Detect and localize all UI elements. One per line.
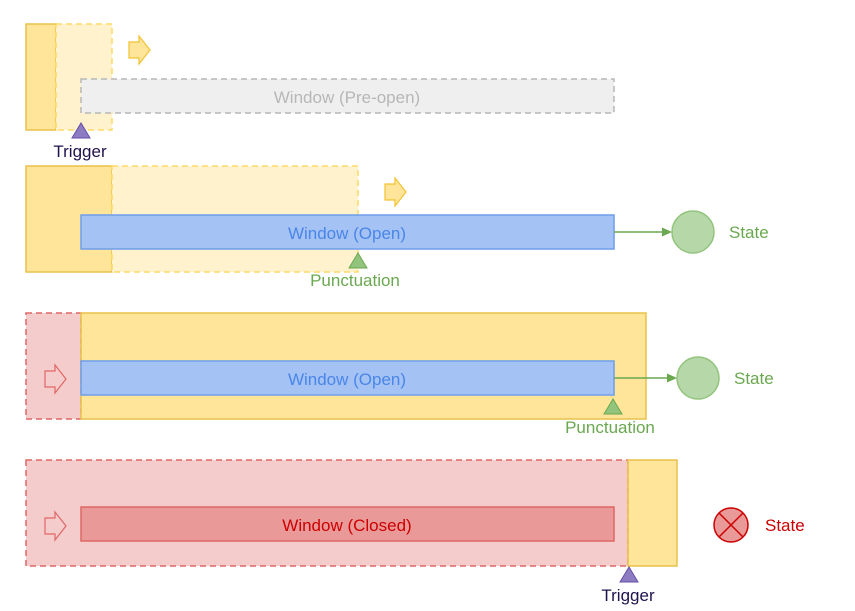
window-closed — [80, 506, 615, 542]
row-open-punctuation: Window (Open) State Punctuation — [25, 165, 769, 290]
expired-region — [25, 312, 82, 420]
row-open-covered: Window (Open) State Punctuation — [25, 312, 774, 437]
punctuation-label: Punctuation — [565, 418, 655, 437]
window-open-label: Window (Open) — [288, 370, 406, 389]
window-pre-open-label: Window (Pre-open) — [274, 88, 420, 107]
state-circle-icon — [671, 210, 715, 254]
row-pre-open: Window (Pre-open) Trigger — [25, 23, 615, 161]
discarded-state-icon — [713, 507, 749, 543]
punctuation-marker-icon — [603, 398, 623, 415]
trigger-marker-icon — [619, 566, 639, 583]
state-circle-icon — [676, 356, 720, 400]
window-open-label: Window (Open) — [288, 224, 406, 243]
advance-arrow-icon — [128, 34, 151, 66]
trigger-marker-icon — [71, 122, 91, 139]
state-label: State — [734, 369, 774, 388]
punctuation-marker-icon — [348, 252, 368, 269]
state-label: State — [729, 223, 769, 242]
punctuation-label: Punctuation — [310, 271, 400, 290]
trigger-label: Trigger — [601, 586, 655, 605]
advance-arrow-icon — [44, 363, 67, 395]
window-open — [80, 360, 615, 396]
window-closed-label: Window (Closed) — [282, 516, 411, 535]
trigger-block — [25, 23, 57, 131]
emit-arrow-head-icon — [662, 227, 672, 237]
trigger-label: Trigger — [53, 142, 107, 161]
advancing-trigger-ghost — [55, 23, 113, 131]
window-pre-open — [80, 78, 615, 114]
trigger-block — [627, 459, 678, 567]
emit-arrow-head-icon — [667, 373, 677, 383]
advance-arrow-icon — [44, 510, 67, 542]
row-closed: Window (Closed) Trigger State — [25, 459, 805, 605]
advance-arrow-icon — [384, 176, 407, 208]
state-label: State — [765, 516, 805, 535]
